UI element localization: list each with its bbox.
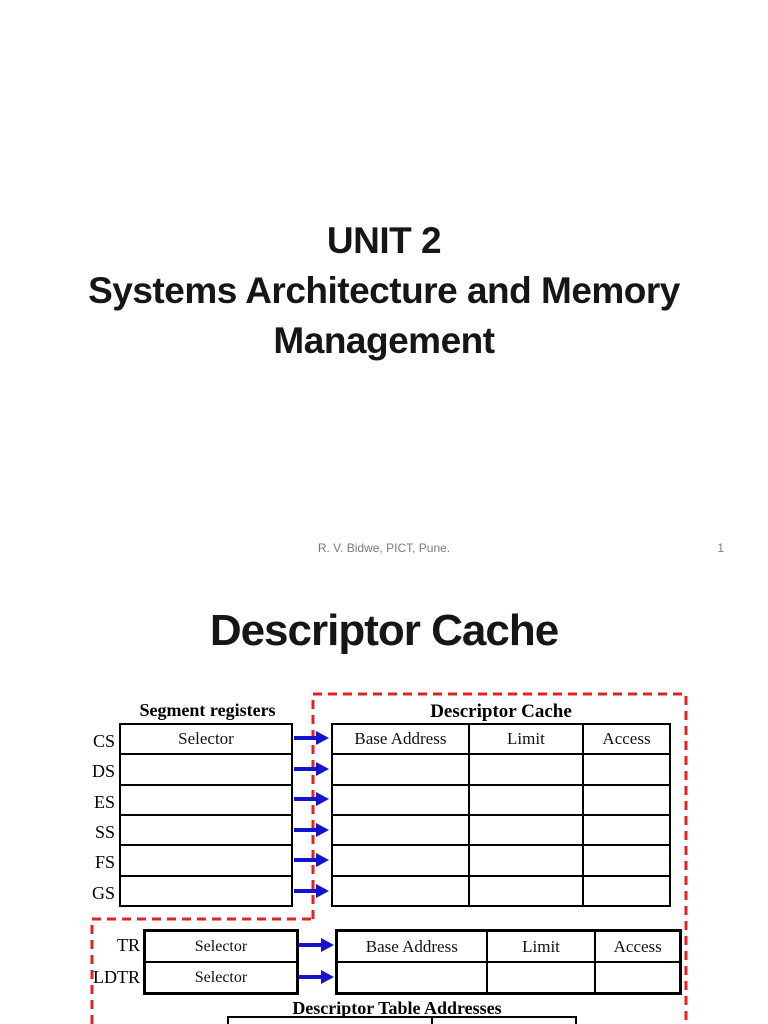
empty-cell [333, 816, 468, 844]
table-row [333, 844, 669, 875]
segment-row-label-fs: FS [94, 852, 115, 872]
empty-cell [121, 786, 291, 814]
table-row [121, 783, 291, 814]
table-header-row: Base Address Limit Access [338, 932, 679, 961]
slide1-title: UNIT 2 Systems Architecture and Memory M… [0, 216, 768, 366]
column-header-access: Access [594, 932, 679, 961]
empty-cell [333, 846, 468, 874]
column-header-limit: Limit [485, 932, 595, 961]
empty-cell [121, 816, 291, 844]
table-row [229, 1018, 575, 1024]
table-row: Selector [121, 725, 291, 753]
system-descriptor-table: Base Address Limit Access [335, 929, 682, 995]
descriptor-cache-table: Base Address Limit Access [331, 723, 671, 907]
blue-arrow-right-icon [294, 884, 330, 898]
segment-registers-heading: Segment registers [139, 700, 276, 720]
blue-arrow-right-icon [294, 762, 330, 776]
empty-cell [594, 963, 679, 992]
descriptor-cache-heading: Descriptor Cache [430, 701, 572, 722]
empty-cell [582, 846, 669, 875]
empty-cell [467, 846, 582, 875]
column-header-limit: Limit [467, 725, 582, 754]
slide1-title-line1: UNIT 2 [326, 220, 442, 261]
empty-cell [582, 815, 669, 845]
table-row [121, 844, 291, 874]
table-row [333, 813, 669, 845]
table-row [333, 753, 669, 784]
empty-cell [333, 877, 468, 905]
empty-cell [582, 876, 669, 905]
empty-cell [485, 963, 595, 992]
blue-arrow-right-icon [294, 853, 330, 867]
table-row [121, 874, 291, 905]
system-selector-table: Selector Selector [143, 929, 299, 995]
table-row [338, 961, 679, 992]
table-row [121, 813, 291, 844]
empty-cell [333, 755, 468, 783]
segment-row-label-es: ES [93, 792, 115, 812]
slide1-page-number: 1 [717, 541, 724, 555]
empty-cell [430, 1018, 575, 1024]
empty-cell [338, 963, 486, 992]
empty-cell [121, 846, 291, 874]
blue-arrow-right-icon [294, 823, 330, 837]
column-header-access: Access [582, 725, 669, 754]
column-header-base-address: Base Address [365, 936, 458, 956]
empty-cell [229, 1018, 431, 1024]
table-row [333, 874, 669, 905]
slide1-footer: R. V. Bidwe, PICT, Pune. [317, 541, 451, 555]
blue-arrow-right-icon [299, 970, 335, 984]
descriptor-table-addresses-table [227, 1016, 577, 1024]
blue-arrow-right-icon [294, 792, 330, 806]
empty-cell [467, 785, 582, 814]
empty-cell [467, 755, 582, 784]
empty-cell [467, 815, 582, 845]
slide1-title-line2: Systems Architecture and Memory [88, 270, 680, 311]
blue-arrow-right-icon [299, 938, 335, 952]
empty-cell [582, 785, 669, 814]
column-header-base-address: Base Address [354, 729, 447, 749]
empty-cell [582, 755, 669, 784]
empty-cell [333, 786, 468, 814]
table-row: Selector [146, 961, 296, 992]
system-row-label-tr: TR [116, 935, 140, 955]
ldtr-selector-cell: Selector [194, 968, 248, 986]
slide1-title-line3: Management [273, 320, 495, 361]
table-row [333, 783, 669, 814]
segment-selector-cell: Selector [178, 729, 234, 749]
table-row [121, 753, 291, 783]
segment-row-label-ds: DS [91, 761, 115, 781]
empty-cell [121, 755, 291, 783]
segment-registers-table: Selector [119, 723, 293, 907]
empty-cell [467, 876, 582, 905]
segment-row-label-ss: SS [94, 822, 115, 842]
segment-row-label-gs: GS [91, 883, 115, 903]
blue-arrow-right-icon [294, 731, 330, 745]
system-row-label-ldtr: LDTR [93, 967, 140, 987]
table-row: Selector [146, 932, 296, 961]
table-header-row: Base Address Limit Access [333, 725, 669, 754]
slide2-title: Descriptor Cache [209, 606, 559, 655]
tr-selector-cell: Selector [194, 937, 248, 955]
empty-cell [121, 877, 291, 905]
segment-row-label-cs: CS [92, 731, 115, 751]
